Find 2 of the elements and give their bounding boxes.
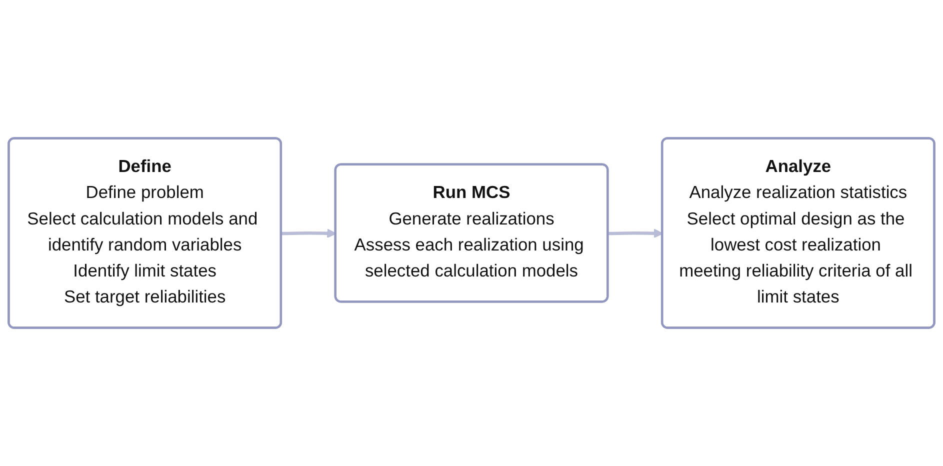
arrow <box>608 228 664 238</box>
arrow <box>281 228 336 238</box>
